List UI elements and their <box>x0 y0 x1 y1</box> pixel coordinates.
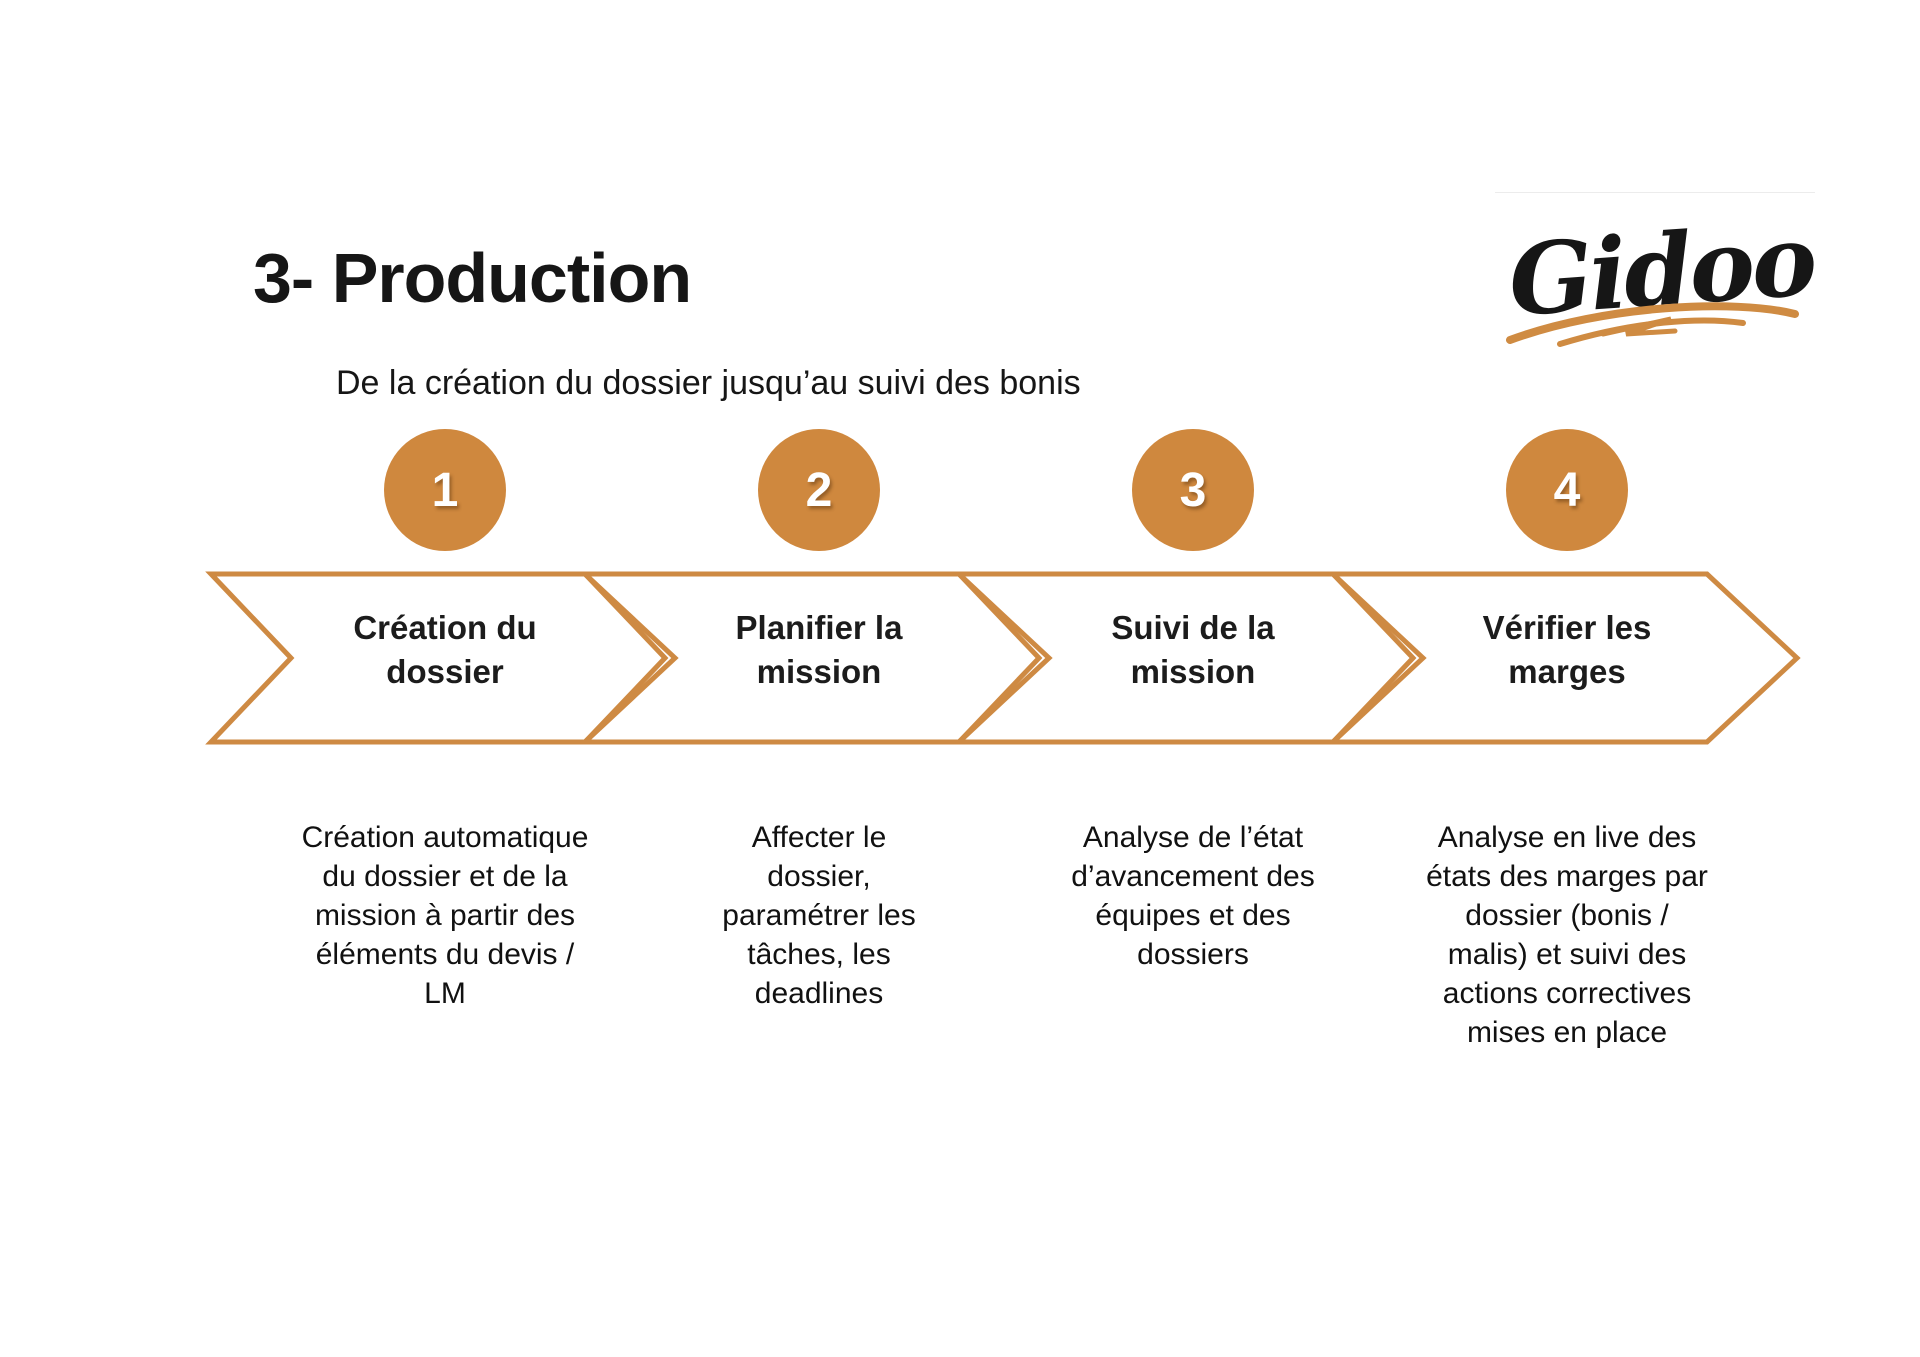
step-1-label: Création du dossier <box>353 609 537 690</box>
gidoo-logo-graphic: Gidoo <box>1505 203 1818 347</box>
gidoo-logo-text: Gidoo <box>1505 203 1815 339</box>
step-4-label: Vérifier les marges <box>1482 609 1652 690</box>
step-2-number: 2 <box>805 463 833 517</box>
process-arrow-band <box>205 571 1801 745</box>
step-3-circle: 3 <box>1132 429 1254 551</box>
step-4-circle: 4 <box>1506 429 1628 551</box>
step-3-description: Analyse de l’état d’avancement des équip… <box>1071 821 1315 971</box>
logo-swoosh-icon <box>1506 302 1799 347</box>
step-1-number: 1 <box>431 463 459 517</box>
gidoo-logo: Gidoo <box>1495 192 1818 351</box>
step-2-description: Affecter le dossier, paramétrer les tâch… <box>722 821 916 1010</box>
chevron-arrow-4 <box>1327 571 1801 745</box>
step-4-number: 4 <box>1553 463 1581 517</box>
step-1-circle: 1 <box>384 429 506 551</box>
step-2-label: Planifier la mission <box>735 609 903 690</box>
step-2-circle: 2 <box>758 429 880 551</box>
step-3-number: 3 <box>1179 463 1207 517</box>
step-3-label: Suivi de la mission <box>1111 609 1275 690</box>
step-1-description: Création automatique du dossier et de la… <box>301 821 589 1010</box>
page-title: 3- Production <box>253 239 692 317</box>
step-4-description: Analyse en live des états des marges par… <box>1426 821 1708 1049</box>
page-subtitle: De la création du dossier jusqu’au suivi… <box>336 364 1081 402</box>
